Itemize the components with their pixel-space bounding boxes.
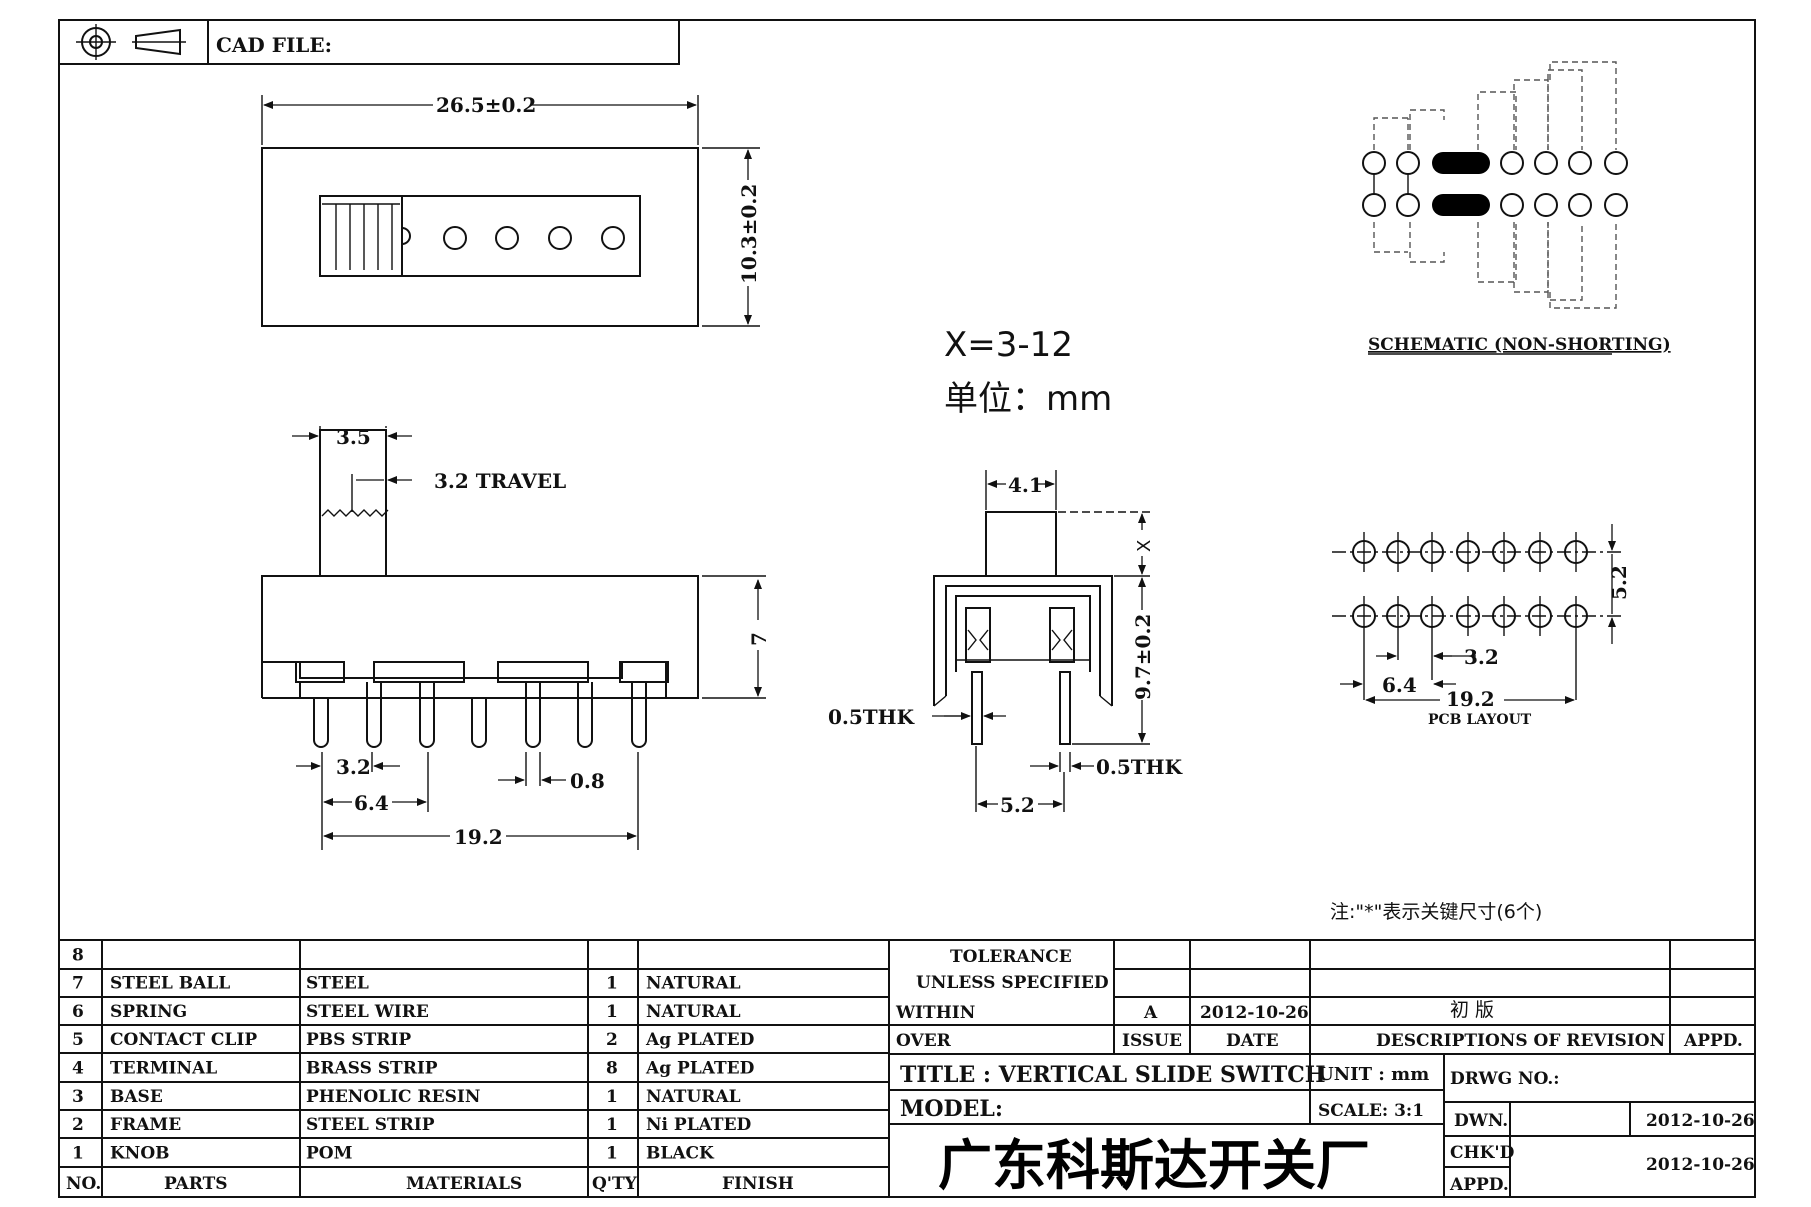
thk-left-dim: 0.5THK (828, 705, 915, 729)
bom-cell-part: BASE (110, 1087, 163, 1107)
bom-cell-part: FRAME (110, 1115, 181, 1135)
thk-right-dim: 0.5THK (1096, 755, 1183, 779)
bom-cell-material: STEEL STRIP (306, 1115, 435, 1135)
pcb-overall-dim: 19.2 (1446, 687, 1495, 711)
rev-a-desc: 初 版 (1450, 999, 1494, 1021)
scale-label: SCALE: 3:1 (1318, 1101, 1424, 1121)
bom-cell-qty: 2 (606, 1030, 618, 1050)
knob-width-dim: 3.5 (336, 425, 371, 449)
bom-cell-finish: NATURAL (646, 1002, 741, 1022)
bom-cell-no: 3 (72, 1087, 84, 1107)
cad-header: CAD FILE: (58, 19, 680, 65)
bom-cell-no: 6 (72, 1002, 84, 1022)
pcb-layout-title: PCB LAYOUT (1428, 712, 1532, 728)
bom-cell-part: TERMINAL (110, 1059, 217, 1079)
top-width-dim: 26.5±0.2 (436, 93, 536, 117)
bom-cell-part: CONTACT CLIP (110, 1030, 257, 1050)
rev-a-date: 2012-10-26 (1200, 1003, 1309, 1023)
model-label: MODEL: (900, 1096, 1003, 1122)
bom-cell-no: 8 (72, 945, 84, 965)
travel-dim: 3.2 TRAVEL (434, 469, 566, 493)
desc-rev-label: DESCRIPTIONS OF REVISION (1376, 1031, 1665, 1051)
bom-header-finish: FINISH (722, 1174, 794, 1194)
pcb-pitch-dim: 3.2 (1464, 645, 1499, 669)
bom-cell-qty: 8 (606, 1059, 618, 1079)
tolerance-2: UNLESS SPECIFIED (916, 973, 1109, 993)
side-overall-dim: 19.2 (454, 825, 503, 849)
bom-cell-finish: Ag PLATED (645, 1059, 755, 1079)
bom-cell-material: STEEL WIRE (306, 1002, 429, 1022)
rev-a: A (1143, 1003, 1158, 1023)
bom-header-qty: Q'TY (592, 1174, 638, 1194)
bom-cell-material: BRASS STRIP (306, 1059, 438, 1079)
bom-cell-finish: NATURAL (646, 974, 741, 994)
side-pitch2-dim: 6.4 (354, 791, 389, 815)
bom-header-no: NO. (66, 1174, 101, 1194)
bom-cell-material: PHENOLIC RESIN (306, 1087, 480, 1107)
x-range-note: X=3-12 (944, 325, 1073, 365)
pcb-row-spacing-dim: 5.2 (1607, 565, 1631, 600)
pcb-layout: 5.2 3.2 6.4 19.2 PCB LAYOUT (1332, 524, 1631, 728)
bom-cell-no: 2 (72, 1115, 84, 1135)
bom-cell-no: 5 (72, 1030, 84, 1050)
chkd-date: 2012-10-26 (1646, 1155, 1755, 1175)
bom-cell-finish: NATURAL (646, 1087, 741, 1107)
side-pitch-dim: 3.2 (336, 755, 371, 779)
bom-cell-part: SPRING (110, 1002, 187, 1022)
unit-note: 单位：mm (944, 379, 1112, 419)
bom-cell-material: POM (306, 1143, 353, 1163)
bom-cell-qty: 1 (606, 1143, 618, 1163)
end-view: 4.1 X 9.7±0.2 0.5THK 0.5THK 5.2 (828, 470, 1183, 817)
dwn-date: 2012-10-26 (1646, 1111, 1755, 1131)
bom-cell-material: STEEL (306, 974, 369, 994)
date-label: DATE (1226, 1031, 1279, 1051)
bom-header-materials: MATERIALS (406, 1174, 522, 1194)
bom-cell-finish: Ni PLATED (646, 1115, 752, 1135)
bom-cell-material: PBS STRIP (306, 1030, 411, 1050)
schematic-title: SCHEMATIC (NON-SHORTING) (1368, 335, 1671, 355)
bom-cell-qty: 1 (606, 1087, 618, 1107)
drwg-no-label: DRWG NO.: (1450, 1069, 1560, 1089)
over-label: OVER (896, 1031, 952, 1051)
footnote: 注:"*"表示关键尺寸(6个) (1330, 901, 1542, 923)
pin-width-dim: 0.8 (570, 769, 605, 793)
cad-file-label: CAD FILE: (216, 33, 332, 57)
bom-cell-part: KNOB (110, 1143, 170, 1163)
bom-cell-finish: BLACK (646, 1143, 715, 1163)
bom-cell-qty: 1 (606, 1115, 618, 1135)
drawing-title: TITLE : VERTICAL SLIDE SWITCH (900, 1062, 1326, 1088)
bom-cell-finish: Ag PLATED (645, 1030, 755, 1050)
projection-symbol-icon (76, 24, 186, 60)
appd-label: APPD. (1683, 1031, 1743, 1051)
end-knob-width-dim: 4.1 (1008, 473, 1043, 497)
unit-label: UNIT : mm (1318, 1064, 1429, 1085)
x-dim: X (1134, 540, 1155, 552)
chkd-label: CHK'D (1450, 1143, 1515, 1163)
top-view: 26.5±0.2 10.3±0.2 (261, 93, 761, 327)
schematic: SCHEMATIC (NON-SHORTING) (1362, 61, 1671, 355)
bom-cell-no: 7 (72, 974, 84, 994)
within-label: WITHIN (895, 1003, 975, 1023)
issue-label: ISSUE (1122, 1031, 1182, 1051)
side-height-dim: 7 (747, 632, 771, 646)
appd2-label: APPD. (1449, 1175, 1509, 1195)
dwn-label: DWN. (1454, 1111, 1508, 1131)
bom-cell-no: 1 (72, 1143, 84, 1163)
title-block: TOLERANCE UNLESS SPECIFIED WITHIN OVER A… (888, 939, 1756, 1198)
company-name: 广东科斯达开关厂 (938, 1134, 1370, 1197)
end-height-dim: 9.7±0.2 (1131, 614, 1155, 700)
side-view: 3.5 3.2 TRAVEL 7 3.2 0.8 6.4 19.2 (261, 425, 771, 850)
pcb-pitch2-dim: 6.4 (1382, 673, 1417, 697)
end-row-spacing-dim: 5.2 (1000, 793, 1035, 817)
bom-cell-part: STEEL BALL (110, 974, 230, 994)
bom-cell-qty: 1 (606, 1002, 618, 1022)
bom-cell-no: 4 (72, 1059, 84, 1079)
tolerance-1: TOLERANCE (950, 947, 1072, 967)
bom-cell-qty: 1 (606, 974, 618, 994)
bom-header-parts: PARTS (164, 1174, 228, 1194)
top-height-dim: 10.3±0.2 (737, 184, 761, 284)
